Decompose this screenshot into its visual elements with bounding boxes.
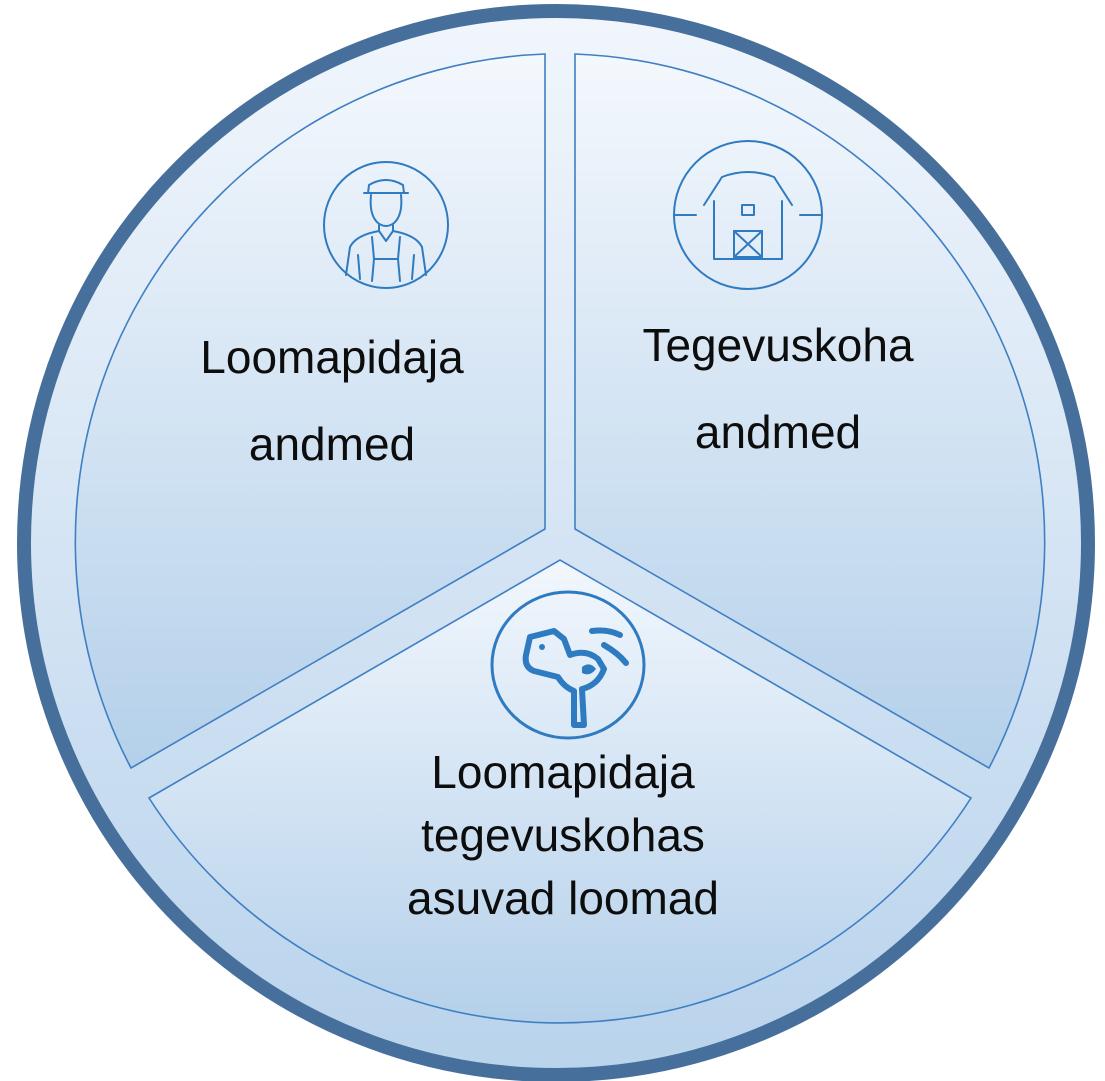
segment-label-animal-keeper-line-1: Loomapidaja <box>200 331 464 383</box>
segment-label-animal-keeper-line-2: andmed <box>249 418 415 470</box>
farmer-icon <box>323 161 449 289</box>
segment-label-animals-line-3: asuvad loomad <box>407 872 719 924</box>
cow-icon <box>490 590 646 740</box>
segment-label-animals-line-2: tegevuskohas <box>421 809 705 861</box>
barn-icon <box>673 140 823 290</box>
segment-holding <box>574 53 1046 770</box>
segment-animals <box>147 559 973 1024</box>
segment-label-animals-line-1: Loomapidaja <box>431 746 695 798</box>
segment-label-holding-line-2: andmed <box>695 406 861 458</box>
segment-label-holding-line-1: Tegevuskoha <box>642 319 913 371</box>
segment-animal-keeper <box>74 53 546 770</box>
